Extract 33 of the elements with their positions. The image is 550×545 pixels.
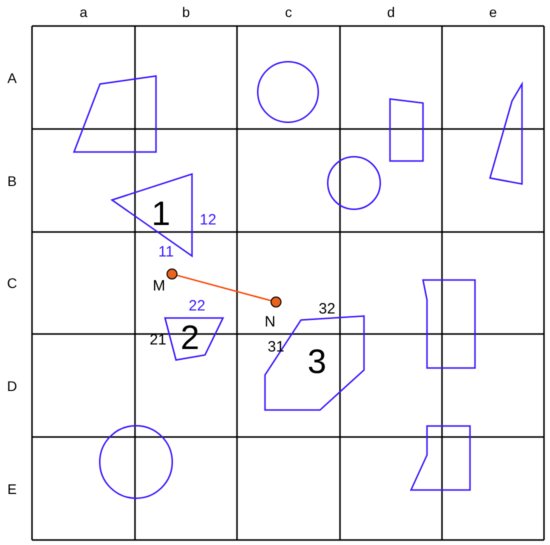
connecting-line (176, 274, 272, 302)
side-label: 11 (158, 244, 174, 260)
column-label: c (285, 5, 292, 19)
side-label: 12 (200, 212, 216, 228)
pentagon-shape (411, 426, 470, 490)
quadrilateral-shape (423, 280, 475, 368)
side-label: 31 (268, 340, 284, 354)
quadrilateral-shape (74, 76, 156, 152)
quadrilateral-shape (490, 84, 522, 184)
column-label: b (182, 5, 190, 19)
row-label: B (7, 174, 17, 188)
row-label: E (7, 482, 17, 496)
point-label: N (264, 314, 276, 330)
side-label: 22 (188, 298, 206, 314)
point-marker (271, 297, 281, 307)
point-label: M (152, 278, 166, 294)
point-marker (167, 269, 177, 279)
circle-shape (327, 156, 381, 210)
row-label: C (6, 276, 18, 290)
polygon-shape (265, 316, 364, 410)
side-label: 21 (150, 332, 166, 348)
circle-shape (257, 61, 319, 123)
quadrilateral-shape (390, 99, 423, 161)
triangle-shape (112, 174, 192, 256)
side-label: 32 (318, 302, 336, 316)
column-label: e (489, 5, 497, 19)
circle-shape (99, 425, 173, 499)
shape-number: 1 (152, 197, 170, 231)
shape-number: 3 (308, 345, 326, 379)
row-label: D (6, 378, 18, 392)
column-label: d (387, 5, 395, 19)
row-label: A (7, 70, 17, 84)
column-label: a (80, 5, 88, 19)
